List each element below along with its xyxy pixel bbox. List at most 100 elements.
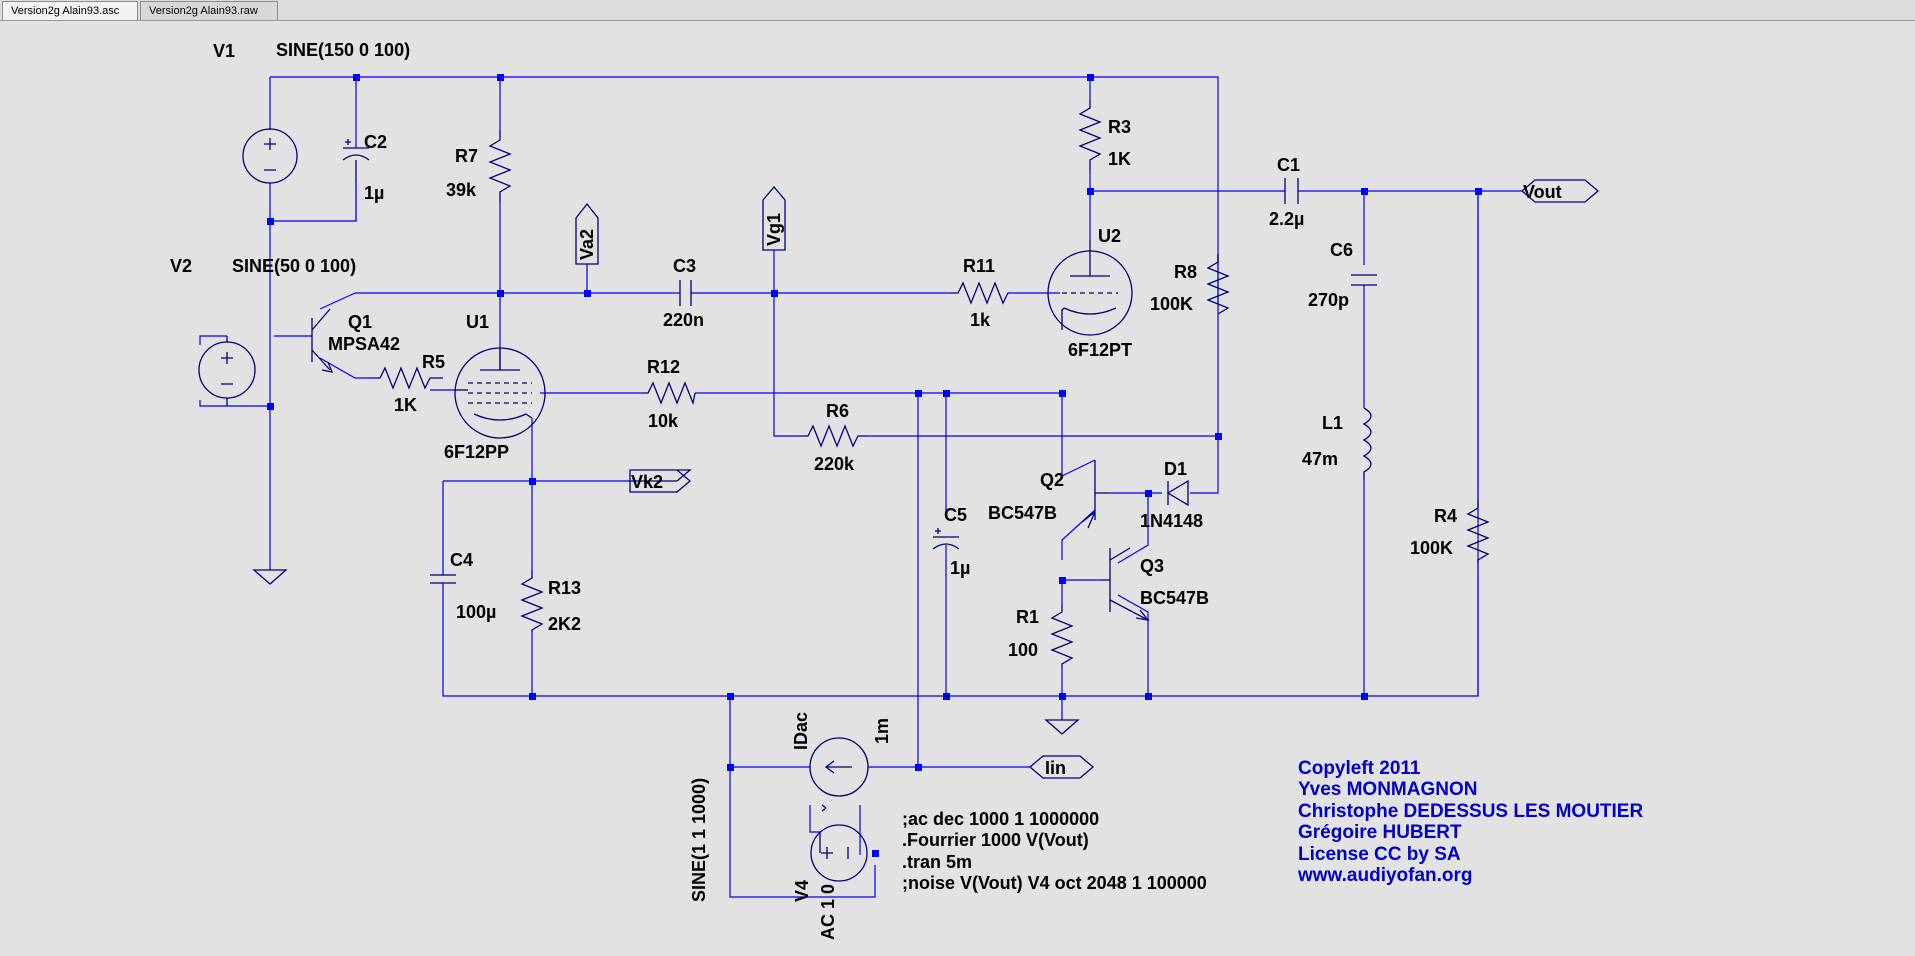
r6-name: R6 — [826, 401, 849, 421]
iin-net-label[interactable] — [1028, 755, 1095, 779]
r6-resistor[interactable] — [800, 424, 868, 448]
author-line: Grégoire HUBERT — [1298, 822, 1462, 843]
vout-label: Vout — [1523, 182, 1562, 202]
c6-capacitor[interactable] — [1351, 274, 1377, 286]
r8-resistor[interactable] — [1206, 254, 1230, 315]
q1-name: Q1 — [348, 312, 372, 332]
license-line: License CC by SA — [1298, 844, 1461, 865]
r4-resistor[interactable] — [1466, 500, 1490, 562]
q3-transistor[interactable] — [1100, 547, 1150, 621]
r7-name: R7 — [455, 146, 478, 166]
c4-capacitor[interactable] — [430, 574, 456, 584]
vk2-label: Vk2 — [631, 472, 663, 492]
c1-name: C1 — [1277, 155, 1300, 175]
r13-value: 2K2 — [548, 614, 581, 634]
r11-resistor[interactable] — [950, 281, 1011, 305]
r6-value: 220k — [814, 454, 855, 474]
directive-noise: ;noise V(Vout) V4 oct 2048 1 100000 — [902, 873, 1207, 893]
tab-schematic[interactable]: Version2g Alain93.asc — [2, 1, 138, 20]
u1-value: 6F12PP — [444, 442, 509, 462]
q2-transistor[interactable] — [1081, 460, 1110, 529]
vg1-label: Vg1 — [764, 213, 784, 246]
q3-name: Q3 — [1140, 556, 1164, 576]
v1-name: V1 — [213, 41, 235, 61]
idac-name: IDac — [791, 712, 811, 750]
va2-label: Va2 — [577, 229, 597, 260]
l1-inductor[interactable] — [1362, 407, 1372, 480]
c5-capacitor[interactable] — [932, 528, 960, 550]
c4-value: 100µ — [456, 602, 496, 622]
r3-value: 1K — [1108, 149, 1131, 169]
u2-value: 6F12PT — [1068, 340, 1132, 360]
q1-value: MPSA42 — [328, 334, 400, 354]
r8-name: R8 — [1174, 262, 1197, 282]
c3-name: C3 — [673, 256, 696, 276]
d1-value: 1N4148 — [1140, 511, 1203, 531]
u1-tube[interactable] — [454, 347, 546, 439]
v4-name: V4 — [792, 880, 812, 902]
author-line: Yves MONMAGNON — [1298, 779, 1477, 800]
c6-value: 270p — [1308, 290, 1349, 310]
vout-net-label[interactable] — [1520, 179, 1600, 203]
r1-resistor[interactable] — [1050, 606, 1074, 668]
r5-resistor[interactable] — [375, 366, 443, 390]
directive-tran: .tran 5m — [902, 852, 972, 872]
r8-value: 100K — [1150, 294, 1193, 314]
r1-value: 100 — [1008, 640, 1038, 660]
idac-current-source[interactable] — [809, 737, 869, 797]
c5-name: C5 — [944, 505, 967, 525]
r3-name: R3 — [1108, 117, 1131, 137]
q3-value: BC547B — [1140, 588, 1209, 608]
r11-name: R11 — [963, 256, 995, 276]
r5-name: R5 — [422, 352, 445, 372]
u2-tube[interactable] — [1047, 240, 1133, 336]
d1-diode[interactable] — [1166, 479, 1189, 507]
l1-name: L1 — [1322, 413, 1343, 433]
author-line: Christophe DEDESSUS LES MOUTIER — [1298, 801, 1643, 822]
r3-resistor[interactable] — [1078, 100, 1102, 170]
schematic-canvas[interactable]: V1 SINE(150 0 100) V2 SINE(50 0 100) C2 … — [0, 22, 1915, 956]
c3-capacitor[interactable] — [679, 280, 692, 306]
tab-waveform[interactable]: Version2g Alain93.raw — [140, 1, 278, 20]
c2-capacitor[interactable] — [342, 139, 370, 182]
c4-name: C4 — [450, 550, 473, 570]
v4-value: SINE(1 1 1000) — [689, 778, 709, 902]
copyleft-comment[interactable]: Copyleft 2011 Yves MONMAGNON Christophe … — [1297, 758, 1643, 886]
r13-name: R13 — [548, 578, 581, 598]
idac-value: 1m — [872, 718, 892, 744]
v2-voltage-source[interactable] — [198, 336, 256, 406]
wires — [199, 76, 1522, 898]
c5-value: 1µ — [950, 558, 970, 578]
q2-value: BC547B — [988, 503, 1057, 523]
va2-net-label[interactable] — [575, 202, 599, 265]
vk2-net-label[interactable] — [629, 469, 692, 493]
v1-value: SINE(150 0 100) — [276, 40, 410, 60]
q1-transistor[interactable] — [311, 308, 334, 373]
r4-name: R4 — [1434, 506, 1457, 526]
q2-name: Q2 — [1040, 470, 1064, 490]
document-tab-bar: Version2g Alain93.asc Version2g Alain93.… — [0, 0, 1915, 21]
v2-name: V2 — [170, 256, 192, 276]
spice-directives[interactable]: ;ac dec 1000 1 1000000 .Fourrier 1000 V(… — [902, 809, 1207, 893]
c2-name: C2 — [364, 132, 387, 152]
r7-resistor[interactable] — [488, 130, 512, 202]
c1-value: 2.2µ — [1269, 209, 1304, 229]
iin-label: Iin — [1045, 758, 1066, 778]
r1-name: R1 — [1016, 607, 1039, 627]
vg1-net-label[interactable] — [762, 185, 786, 251]
r7-value: 39k — [446, 180, 477, 200]
c1-capacitor[interactable] — [1284, 178, 1299, 204]
c2-value: 1µ — [364, 183, 384, 203]
r12-name: R12 — [647, 357, 680, 377]
d1-name: D1 — [1164, 459, 1187, 479]
v1-voltage-source[interactable] — [242, 128, 298, 184]
v2-value: SINE(50 0 100) — [232, 256, 356, 276]
r13-resistor[interactable] — [520, 570, 544, 632]
u1-name: U1 — [466, 312, 489, 332]
r12-resistor[interactable] — [642, 381, 696, 406]
v4-voltage-source[interactable] — [810, 804, 868, 882]
v4-ac-spec: AC 1 0 — [818, 884, 838, 940]
copyleft-line: Copyleft 2011 — [1298, 758, 1421, 779]
ground-symbol-q3 — [1044, 719, 1080, 735]
l1-value: 47m — [1302, 449, 1338, 469]
